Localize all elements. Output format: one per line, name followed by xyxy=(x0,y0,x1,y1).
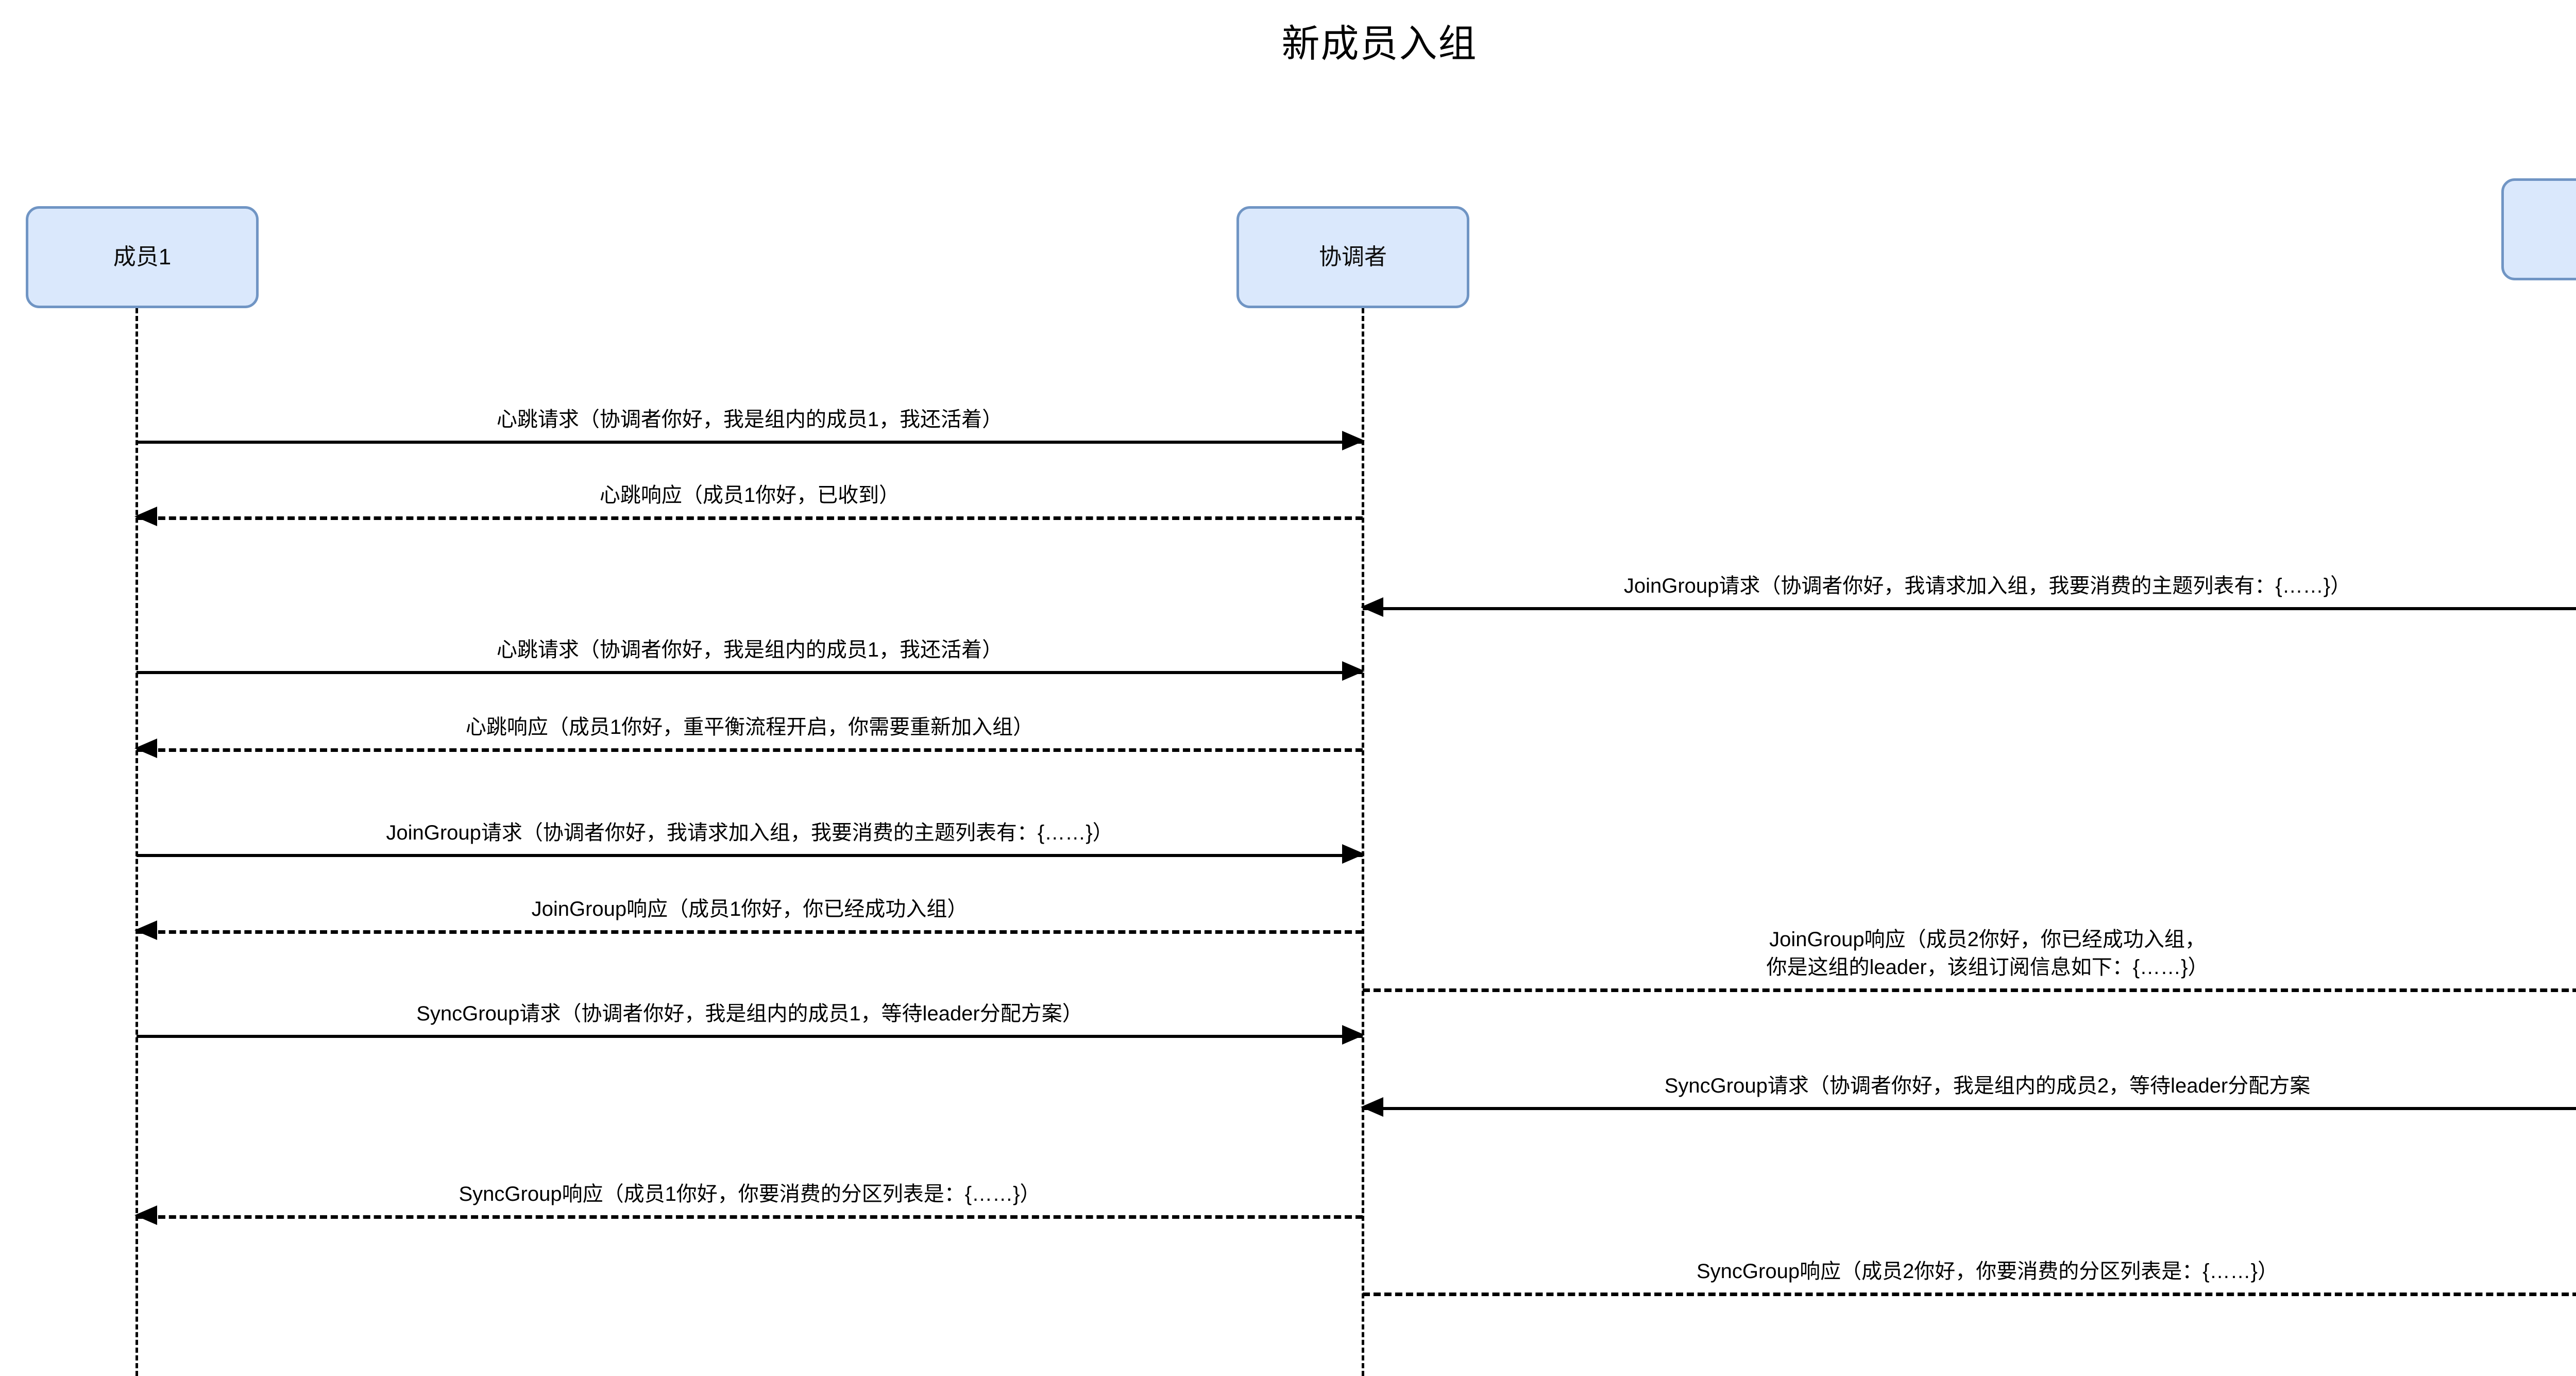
arrowhead-left-icon xyxy=(134,1205,157,1225)
participant-coordinator[interactable]: 协调者 xyxy=(1236,206,1469,308)
message-line-dashed xyxy=(137,516,1363,520)
message-line-solid xyxy=(1363,1107,2576,1110)
message-line-solid xyxy=(1363,607,2576,610)
message-label: 心跳请求（协调者你好，我是组内的成员1，我还活着） xyxy=(496,639,1003,661)
arrowhead-right-icon xyxy=(1342,431,1365,450)
message-label: JoinGroup请求（协调者你好，我请求加入组，我要消费的主题列表有：{……}… xyxy=(386,821,1113,844)
participant-label: 成员1 xyxy=(113,244,172,270)
page-title: 新成员入组 xyxy=(1281,22,1478,65)
arrowhead-right-icon xyxy=(1342,1025,1365,1045)
message-line-solid xyxy=(137,854,1363,857)
participant-label: 协调者 xyxy=(1319,244,1387,270)
participant-member1[interactable]: 成员1 xyxy=(26,206,259,308)
arrowhead-left-icon xyxy=(134,920,157,940)
arrowhead-left-icon xyxy=(134,739,157,758)
message-label: SyncGroup响应（成员1你好，你要消费的分区列表是：{……}） xyxy=(459,1183,1041,1205)
arrowhead-left-icon xyxy=(1361,1097,1383,1117)
message-label: 心跳响应（成员1你好，已收到） xyxy=(599,484,900,507)
message-label: 心跳请求（协调者你好，我是组内的成员1，我还活着） xyxy=(496,408,1003,431)
message-label: 心跳响应（成员1你好，重平衡流程开启，你需要重新加入组） xyxy=(465,716,1034,739)
message-label: SyncGroup请求（协调者你好，我是组内的成员2，等待leader分配方案 xyxy=(1664,1075,2311,1097)
message-label: SyncGroup请求（协调者你好，我是组内的成员1，等待leader分配方案） xyxy=(416,1002,1083,1025)
message-line-dashed xyxy=(137,1215,1363,1219)
arrowhead-left-icon xyxy=(134,507,157,526)
message-label: JoinGroup请求（协调者你好，我请求加入组，我要消费的主题列表有：{……}… xyxy=(1623,575,2351,597)
message-line-dashed xyxy=(137,748,1363,752)
message-line-solid xyxy=(137,441,1363,444)
message-line-dashed xyxy=(137,930,1363,934)
arrowhead-left-icon xyxy=(1361,597,1383,617)
message-label: JoinGroup响应（成员1你好，你已经成功入组） xyxy=(531,898,968,920)
arrowhead-right-icon xyxy=(1342,844,1365,864)
lifeline-member1 xyxy=(135,308,138,1376)
message-line-dashed xyxy=(1363,1293,2576,1296)
message-label: JoinGroup响应（成员2你好，你已经成功入组， 你是这组的leader，该… xyxy=(1766,928,2209,979)
message-line-solid xyxy=(137,671,1363,674)
message-line-dashed xyxy=(1363,988,2576,992)
message-line-solid xyxy=(137,1035,1363,1038)
participant-member2[interactable]: 成员2 xyxy=(2501,178,2576,280)
lifeline-coordinator xyxy=(1362,308,1364,1376)
arrowhead-right-icon xyxy=(1342,661,1365,681)
message-label: SyncGroup响应（成员2你好，你要消费的分区列表是：{……}） xyxy=(1696,1260,2279,1283)
